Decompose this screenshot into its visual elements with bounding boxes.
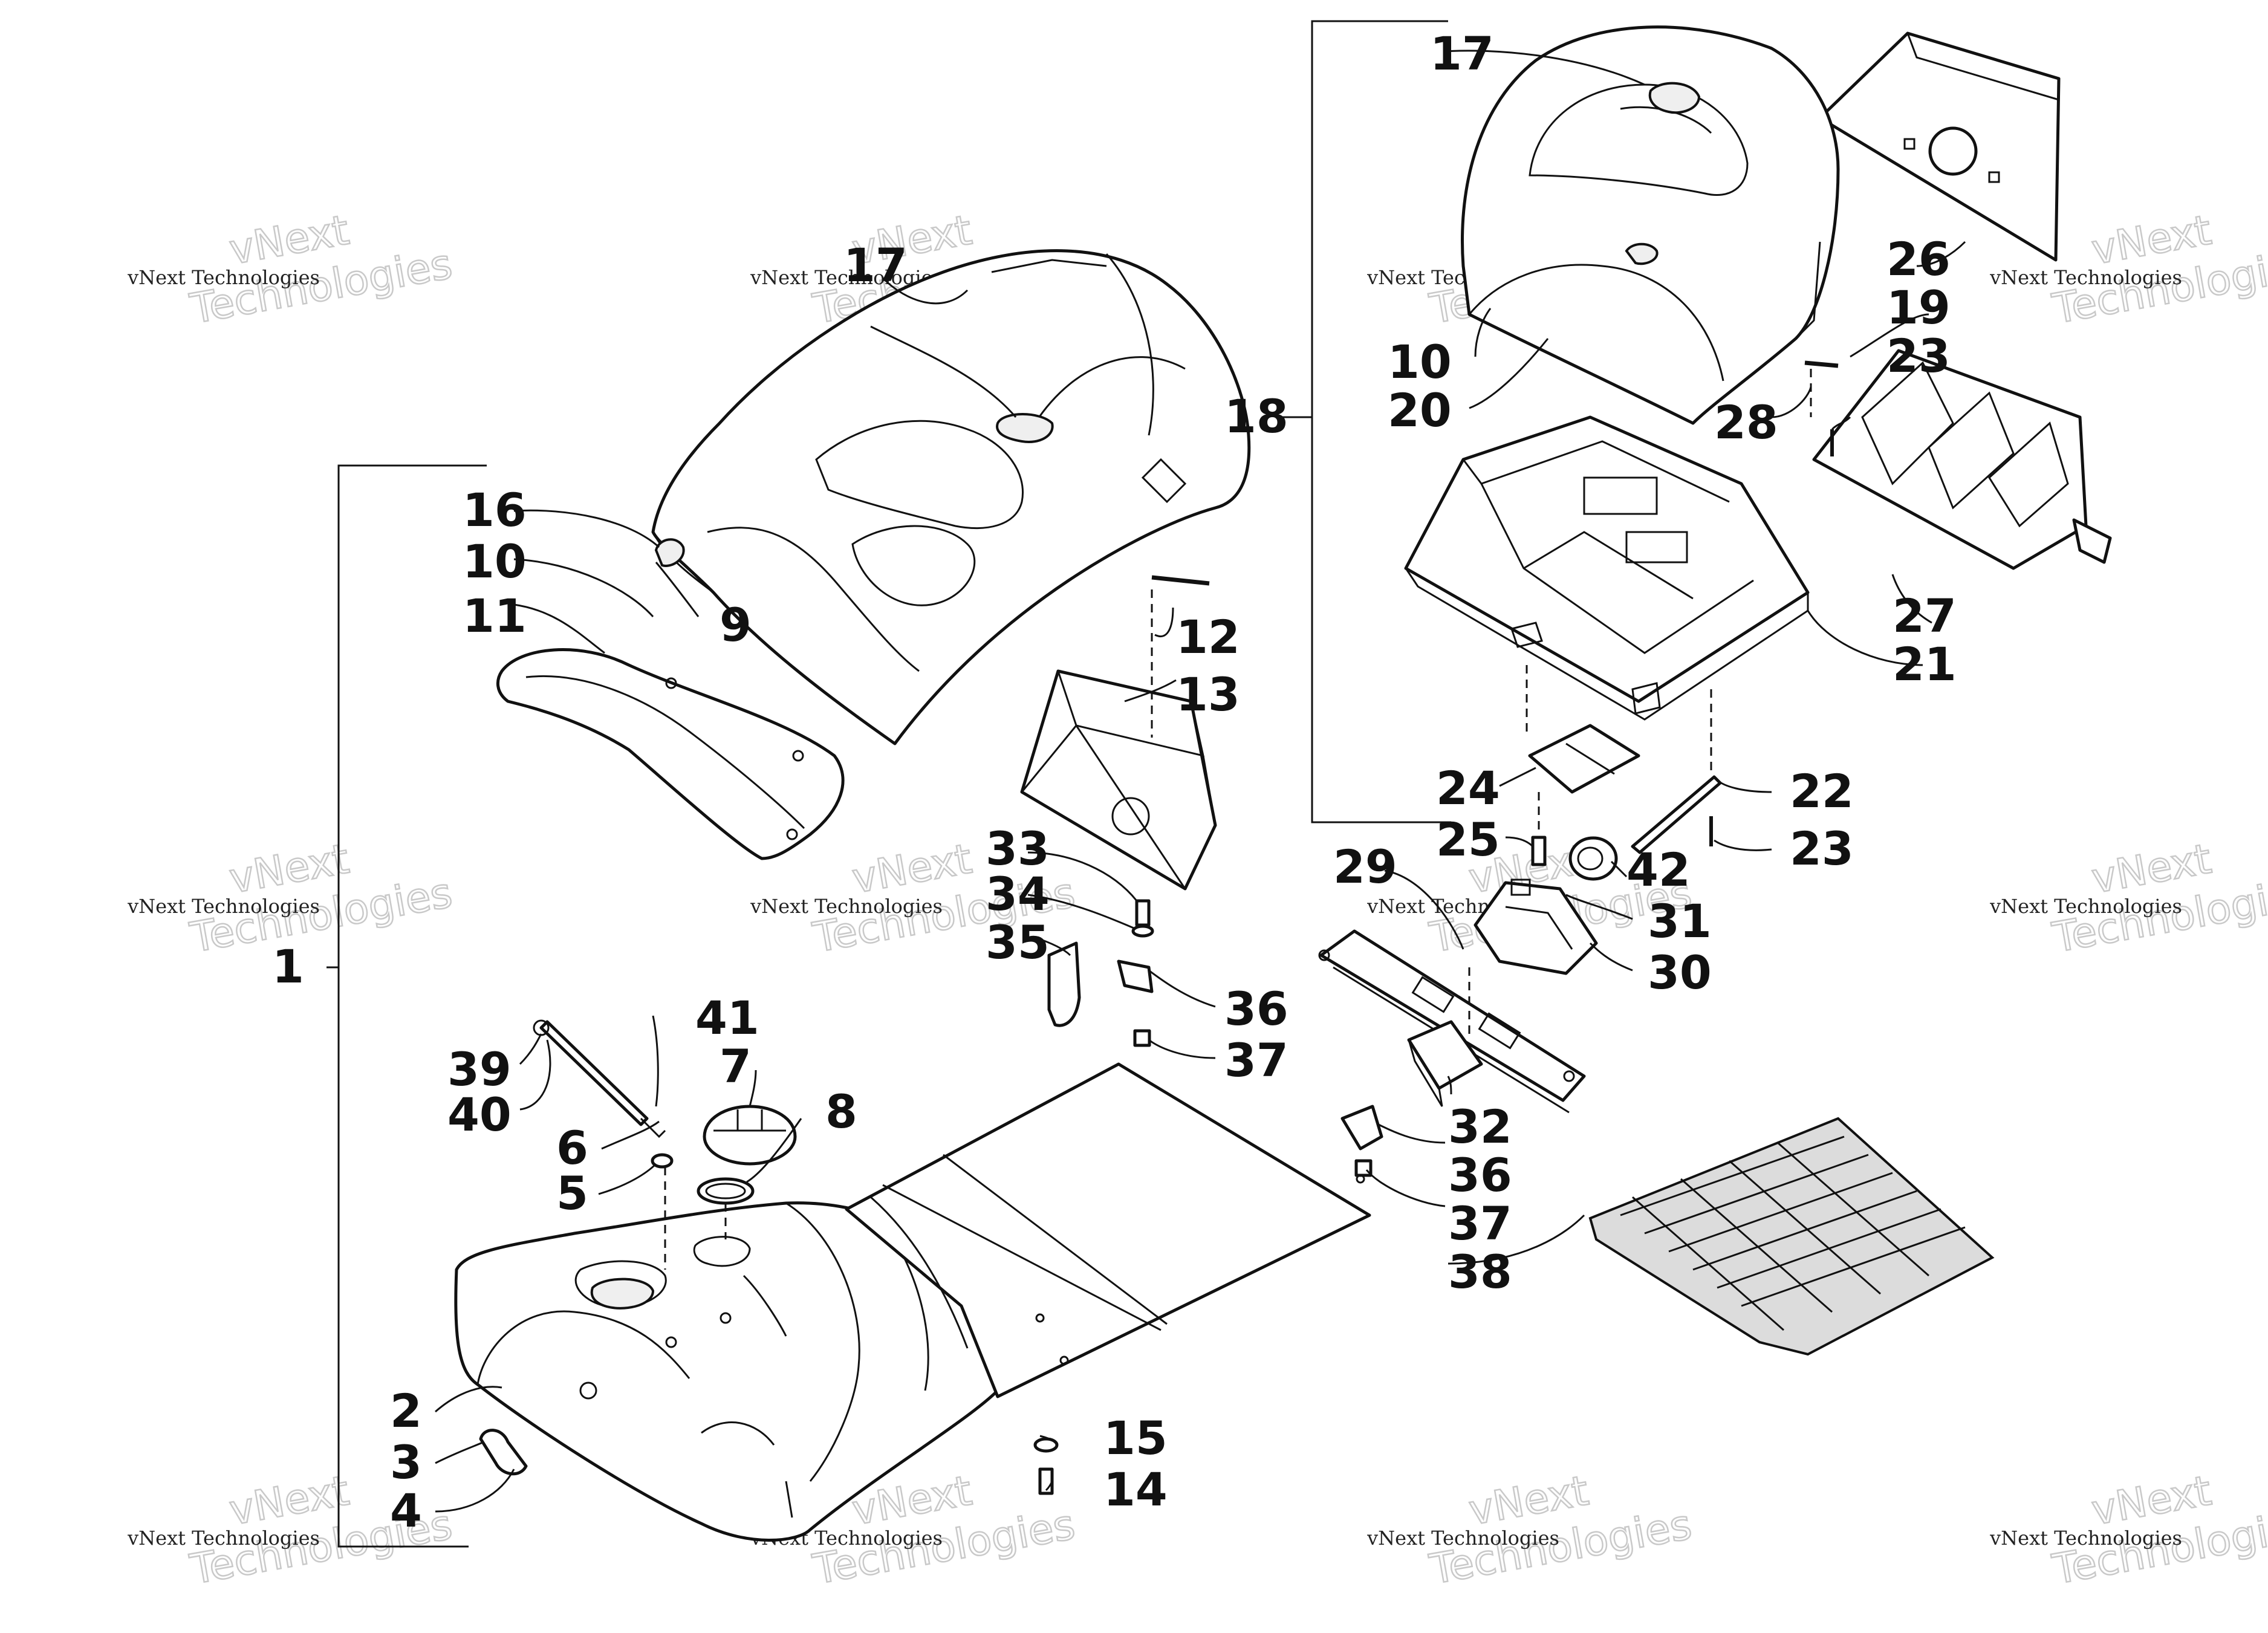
callout-42: 42	[1626, 843, 1691, 897]
callout-19: 19	[1886, 281, 1951, 334]
callout-8: 8	[825, 1085, 857, 1138]
strap-22	[1631, 775, 1722, 854]
bracket-35	[1047, 941, 1154, 1027]
bolt-33	[1131, 899, 1154, 938]
callout-10-right: 10	[1388, 335, 1452, 389]
tray-27	[1812, 349, 2112, 570]
watermark-small-text: vNext Technologies	[1989, 895, 2182, 918]
callout-15: 15	[1103, 1411, 1168, 1465]
latch-30	[1474, 878, 1598, 975]
callout-27: 27	[1893, 589, 1957, 643]
foam-26	[1818, 31, 2061, 262]
callout-13: 13	[1176, 667, 1240, 721]
roller-42	[1568, 836, 1618, 881]
callout-33: 33	[986, 822, 1050, 875]
callout-36-left: 36	[1224, 982, 1288, 1036]
watermark-small-text: vNext Technologies	[127, 895, 320, 918]
foam-block-13	[1020, 669, 1217, 891]
callout-2: 2	[390, 1384, 422, 1438]
rod-28	[1804, 360, 1839, 368]
callout-14: 14	[1103, 1463, 1168, 1516]
callout-23-bottom: 23	[1790, 822, 1854, 875]
callout-37-left: 37	[1224, 1033, 1288, 1087]
clamp-3	[479, 1429, 528, 1476]
callout-41: 41	[695, 991, 759, 1045]
callout-labels: 1 2 3 4 5 6 7 8 9 10 10 11 12 13 14 15 1…	[272, 27, 1957, 1537]
callout-31: 31	[1648, 894, 1712, 948]
callout-12: 12	[1176, 610, 1240, 664]
floor-mat-38	[1588, 1117, 1995, 1356]
bracket-36	[1340, 1105, 1383, 1151]
fuel-cap-7	[703, 1105, 797, 1166]
callout-28: 28	[1714, 395, 1778, 449]
callout-21: 21	[1893, 637, 1957, 691]
callout-30: 30	[1648, 946, 1712, 999]
callout-40: 40	[447, 1088, 512, 1141]
nut-37	[1133, 1029, 1151, 1047]
callout-4: 4	[390, 1484, 422, 1537]
callout-36-right: 36	[1448, 1148, 1512, 1202]
callout-29: 29	[1333, 840, 1397, 894]
callout-5: 5	[556, 1166, 588, 1220]
callout-34: 34	[986, 867, 1050, 921]
watermark-small-text: vNext Technologies	[750, 895, 943, 918]
callout-9: 9	[720, 598, 752, 652]
fuel-tank-2	[454, 1201, 1008, 1542]
callout-16: 16	[463, 483, 527, 537]
callout-18: 18	[1224, 389, 1288, 443]
callout-39: 39	[447, 1042, 512, 1096]
bracket-32	[1407, 1020, 1483, 1107]
callout-22: 22	[1790, 764, 1854, 818]
callout-11: 11	[463, 589, 527, 643]
callout-20: 20	[1388, 383, 1452, 437]
fitting-6	[651, 1153, 674, 1169]
callout-10-left: 10	[463, 534, 527, 588]
callout-38: 38	[1448, 1245, 1512, 1299]
watermark-small-text: vNext Technologies	[1989, 266, 2182, 289]
callout-37-right: 37	[1448, 1196, 1512, 1250]
watermark-small-text: vNext Technologies	[1989, 1527, 2182, 1550]
leader-lines	[435, 50, 1966, 1513]
assembly-bracket-18	[1279, 20, 1451, 823]
vent-hose-39-40	[533, 1019, 666, 1138]
callout-6: 6	[556, 1121, 588, 1175]
gasket-8	[697, 1177, 755, 1205]
screw-25	[1531, 836, 1547, 866]
plate-24	[1528, 724, 1640, 794]
rod-12	[1151, 575, 1210, 586]
callout-3: 3	[390, 1435, 422, 1489]
watermark-small-text: vNext Technologies	[127, 266, 320, 289]
callout-23-top: 23	[1886, 329, 1951, 383]
callout-17-seat: 17	[843, 238, 908, 292]
callout-24: 24	[1436, 761, 1500, 815]
assembly-bracket-1	[327, 464, 487, 1548]
tank-tray	[845, 1062, 1371, 1398]
rear-cowl-19	[1461, 25, 1840, 425]
rear-flap-11	[496, 648, 845, 860]
callout-32: 32	[1448, 1100, 1512, 1154]
callout-17-cowl: 17	[1430, 27, 1494, 80]
watermark-small-text: vNext Technologies	[1366, 1527, 1559, 1550]
callout-35: 35	[986, 915, 1050, 969]
watermark-small-text: vNext Technologies	[127, 1527, 320, 1550]
callout-7: 7	[720, 1039, 752, 1093]
callout-1: 1	[272, 940, 304, 993]
callout-25: 25	[1436, 813, 1500, 866]
storage-box-21	[1404, 415, 1810, 721]
callout-26: 26	[1886, 232, 1951, 286]
seat	[651, 249, 1251, 745]
